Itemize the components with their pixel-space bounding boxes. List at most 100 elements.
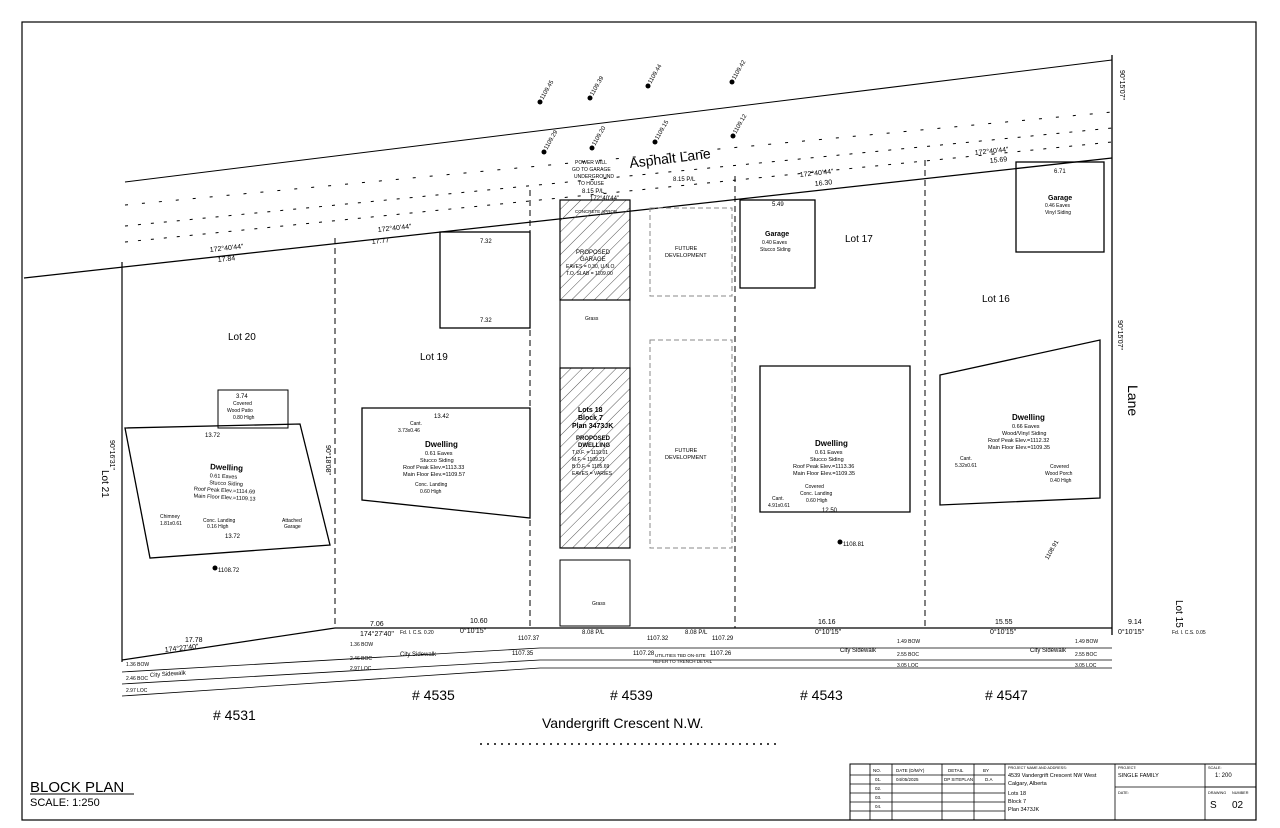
fd-ics-right: Fd. I. C.S. 0.05 (1172, 630, 1206, 636)
attached-garage-b: Garage (284, 524, 301, 530)
sheet-title: BLOCK PLAN (30, 779, 124, 796)
sidewalk-label-3: City Sidewalk (840, 648, 877, 654)
elev-2: 1109.39 (590, 75, 606, 97)
dwelling-lot19-siding: Stucco Siding (420, 458, 454, 464)
address-4547: # 4547 (985, 687, 1028, 703)
covered-porch-l2: Wood Porch (1045, 471, 1073, 477)
lot-20-label: Lot 20 (228, 332, 256, 343)
bearing-12: 90°15'07" (1118, 70, 1126, 100)
elev-13: 1107.28 (633, 651, 655, 657)
address-4539: # 4539 (610, 687, 653, 703)
bearing-2: 172°40'44" (377, 222, 412, 234)
proposed-garage-l1: PROPOSED (576, 250, 611, 256)
elev-12: 1107.35 (512, 651, 534, 657)
elev-1: 1109.45 (540, 79, 556, 101)
utilities-l1: UTILITIES TBD ON-SITE (655, 653, 706, 658)
future-dev-1b: DEVELOPMENT (665, 253, 707, 259)
lot-15-label: Lot 15 (1173, 600, 1184, 628)
tb-project-l1: 4539 Vandergrift Crescent NW West (1008, 773, 1097, 779)
sidewalk-boc-2: 2.46 BOC (350, 656, 372, 662)
lots18-line3: Plan 3473JK (572, 423, 613, 430)
lot18-front-yard (559, 559, 631, 627)
dim-17-84: 17.84 (217, 255, 235, 264)
sidewalk-loc-3: 3.05 LOC (897, 663, 919, 669)
sidewalk-label-1: City Sidewalk (150, 670, 187, 679)
dwelling-lot17-siding: Stucco Siding (810, 457, 844, 463)
bearing-11: 0°10'15" (1118, 628, 1145, 636)
future-dev-2b: DEVELOPMENT (665, 455, 707, 461)
elev-8: 1109.12 (733, 113, 749, 135)
future-development-dwelling (649, 339, 733, 549)
proposed-dwelling-l3: T.O.F. = 1110.01 (572, 450, 608, 456)
dim-7-32b: 7.32 (480, 318, 492, 324)
dwelling-lot19-eaves: 0.61 Eaves (425, 451, 453, 457)
sidewalk-loc-2: 2.97 LOC (350, 666, 372, 672)
dwelling-lot16 (939, 339, 1101, 506)
power-note-l3: UNDERGROUND (574, 174, 614, 180)
dim-13-72a: 13.72 (205, 433, 221, 439)
fd-ics-left: Fd. I. C.S. 0.20 (400, 630, 434, 636)
lot18-yard (559, 299, 631, 369)
elev-3: 1109.44 (648, 63, 664, 85)
future-dev-1: FUTURE (675, 246, 698, 252)
conc-landing-3b: Conc. Landing (800, 491, 832, 497)
dwelling-lot17 (759, 365, 911, 513)
dim-3-74: 3.74 (236, 394, 248, 400)
bearing-5: 172°40'44" (974, 145, 1009, 157)
covered-patio-l3: 0.80 High (233, 415, 255, 421)
tb-project-l5: Plan 3473JK (1008, 807, 1040, 813)
tb-sheet-num: 02 (1232, 800, 1244, 811)
elev-11: 1108.91 (1045, 539, 1061, 561)
bearing-1: 172°40'44" (209, 242, 244, 254)
tb-project-l3: Lots 18 (1008, 791, 1026, 797)
tb-header-by: BY (983, 768, 989, 773)
garage-lot16-siding: Vinyl Siding (1045, 210, 1071, 216)
tb-project-label: PROJECT NAME AND ADDRESS: (1008, 766, 1067, 770)
conc-landing-1: Conc. Landing (203, 518, 235, 524)
dim-6-71: 6.71 (1054, 169, 1066, 175)
chimney-label: Chimney (160, 514, 180, 520)
sidewalk-label-4: City Sidewalk (1030, 648, 1067, 654)
tb-row1-by: D.A (985, 777, 993, 782)
dwelling-lot19-title: Dwelling (425, 440, 458, 449)
tb-row1-date: 04/05/2025 (896, 777, 919, 782)
address-4531: # 4531 (213, 707, 256, 723)
sheet-scale: SCALE: 1:250 (30, 797, 100, 809)
dwelling-lot16-floor: Main Floor Elev.=1109.35 (988, 445, 1050, 451)
front-property-lines (121, 627, 1112, 697)
covered-porch-l1: Covered (1050, 464, 1069, 470)
bearing-15: 90°18'08" (324, 445, 332, 475)
dwelling-lot20-floor: Main Floor Elev.=1109.13 (193, 493, 255, 502)
sidewalk-loc-1: 2.97 LOC (126, 688, 148, 694)
proposed-garage-l4: T.O. SLAB = 1109.00 (566, 271, 613, 277)
tb-type-value: SINGLE FAMILY (1118, 773, 1159, 779)
proposed-dwelling-l5: B.O.F. = 1105.69 (572, 464, 610, 470)
crescent-label: Vandergrift Crescent N.W. (542, 715, 704, 731)
tb-sheet-value: S (1210, 800, 1217, 811)
elev-7: 1109.15 (655, 119, 671, 141)
garage-lot17-eaves: 0.40 Eaves (762, 240, 788, 246)
future-dev-2: FUTURE (675, 448, 698, 454)
lane-label: Lane (1125, 385, 1141, 416)
dwelling-lot17-title: Dwelling (815, 439, 848, 448)
dwelling-lot16-roof: Roof Peak Elev.=1112.32 (988, 438, 1049, 444)
sidewalk-label-2: City Sidewalk (400, 652, 437, 658)
dim-8-15b: 8.15 P/L (673, 177, 696, 183)
dwelling-lot19 (361, 407, 531, 519)
dim-7-32a: 7.32 (480, 239, 492, 245)
chimney-dim: 1.81x0.61 (160, 521, 182, 527)
elev-15: 1107.37 (518, 636, 540, 642)
garage-lot16-eaves: 0.46 Eaves (1045, 203, 1071, 209)
concrete-apron-label: CONCRETE APRON (575, 209, 617, 214)
garage-lot19 (439, 231, 531, 329)
elev-6: 1109.20 (592, 125, 608, 147)
grass-label-2: Grass (592, 601, 606, 607)
sidewalk-bow-4: 1.49 BOW (1075, 639, 1098, 645)
bearing-8: 0°10'15" (460, 627, 487, 635)
garage-lot16 (1015, 161, 1105, 253)
bearing-7: 174°27'40" (360, 630, 394, 638)
bearing-3: 172°40'44" (590, 196, 619, 202)
sidewalk-loc-4: 3.05 LOC (1075, 663, 1097, 669)
proposed-garage (559, 199, 631, 301)
bearing-4: 172°40'44" (799, 167, 834, 179)
